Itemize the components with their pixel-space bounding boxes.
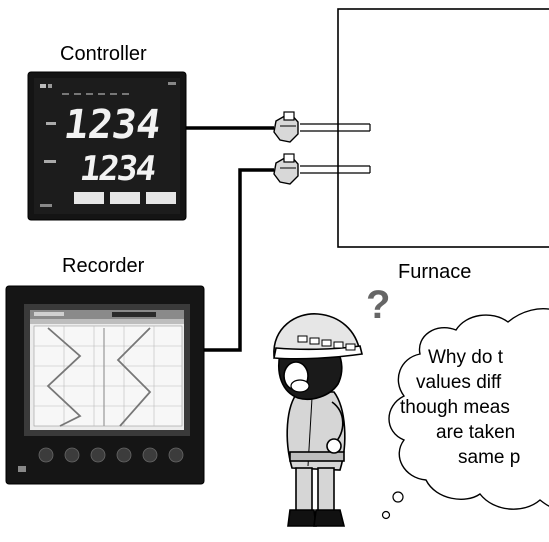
recorder-button[interactable] xyxy=(143,448,157,462)
thought-bubble: Why do t values diff though meas are tak… xyxy=(383,309,549,519)
controller-pv-display: 1234 xyxy=(61,102,163,148)
controller-label: Controller xyxy=(60,43,147,65)
controller-device: 1234 1234 xyxy=(28,72,186,220)
recorder-button[interactable] xyxy=(169,448,183,462)
recorder-button[interactable] xyxy=(91,448,105,462)
recorder-label: Recorder xyxy=(62,255,145,277)
thought-line-2: values diff xyxy=(416,372,502,393)
recorder-button[interactable] xyxy=(117,448,131,462)
recorder-button[interactable] xyxy=(39,448,53,462)
thought-line-1: Why do t xyxy=(428,347,504,368)
controller-key[interactable] xyxy=(110,192,140,204)
recorder-button[interactable] xyxy=(65,448,79,462)
thought-line-5: same p xyxy=(458,447,520,468)
recorder-device xyxy=(6,286,204,484)
thought-line-3: though meas xyxy=(400,397,510,418)
worker-character xyxy=(274,314,362,526)
controller-sv-display: 1234 xyxy=(77,149,159,189)
controller-key[interactable] xyxy=(74,192,104,204)
question-mark: ? xyxy=(366,283,390,327)
recorder-wire xyxy=(204,170,274,350)
thought-line-4: are taken xyxy=(436,422,515,443)
controller-key[interactable] xyxy=(146,192,176,204)
furnace-label: Furnace xyxy=(398,261,471,283)
